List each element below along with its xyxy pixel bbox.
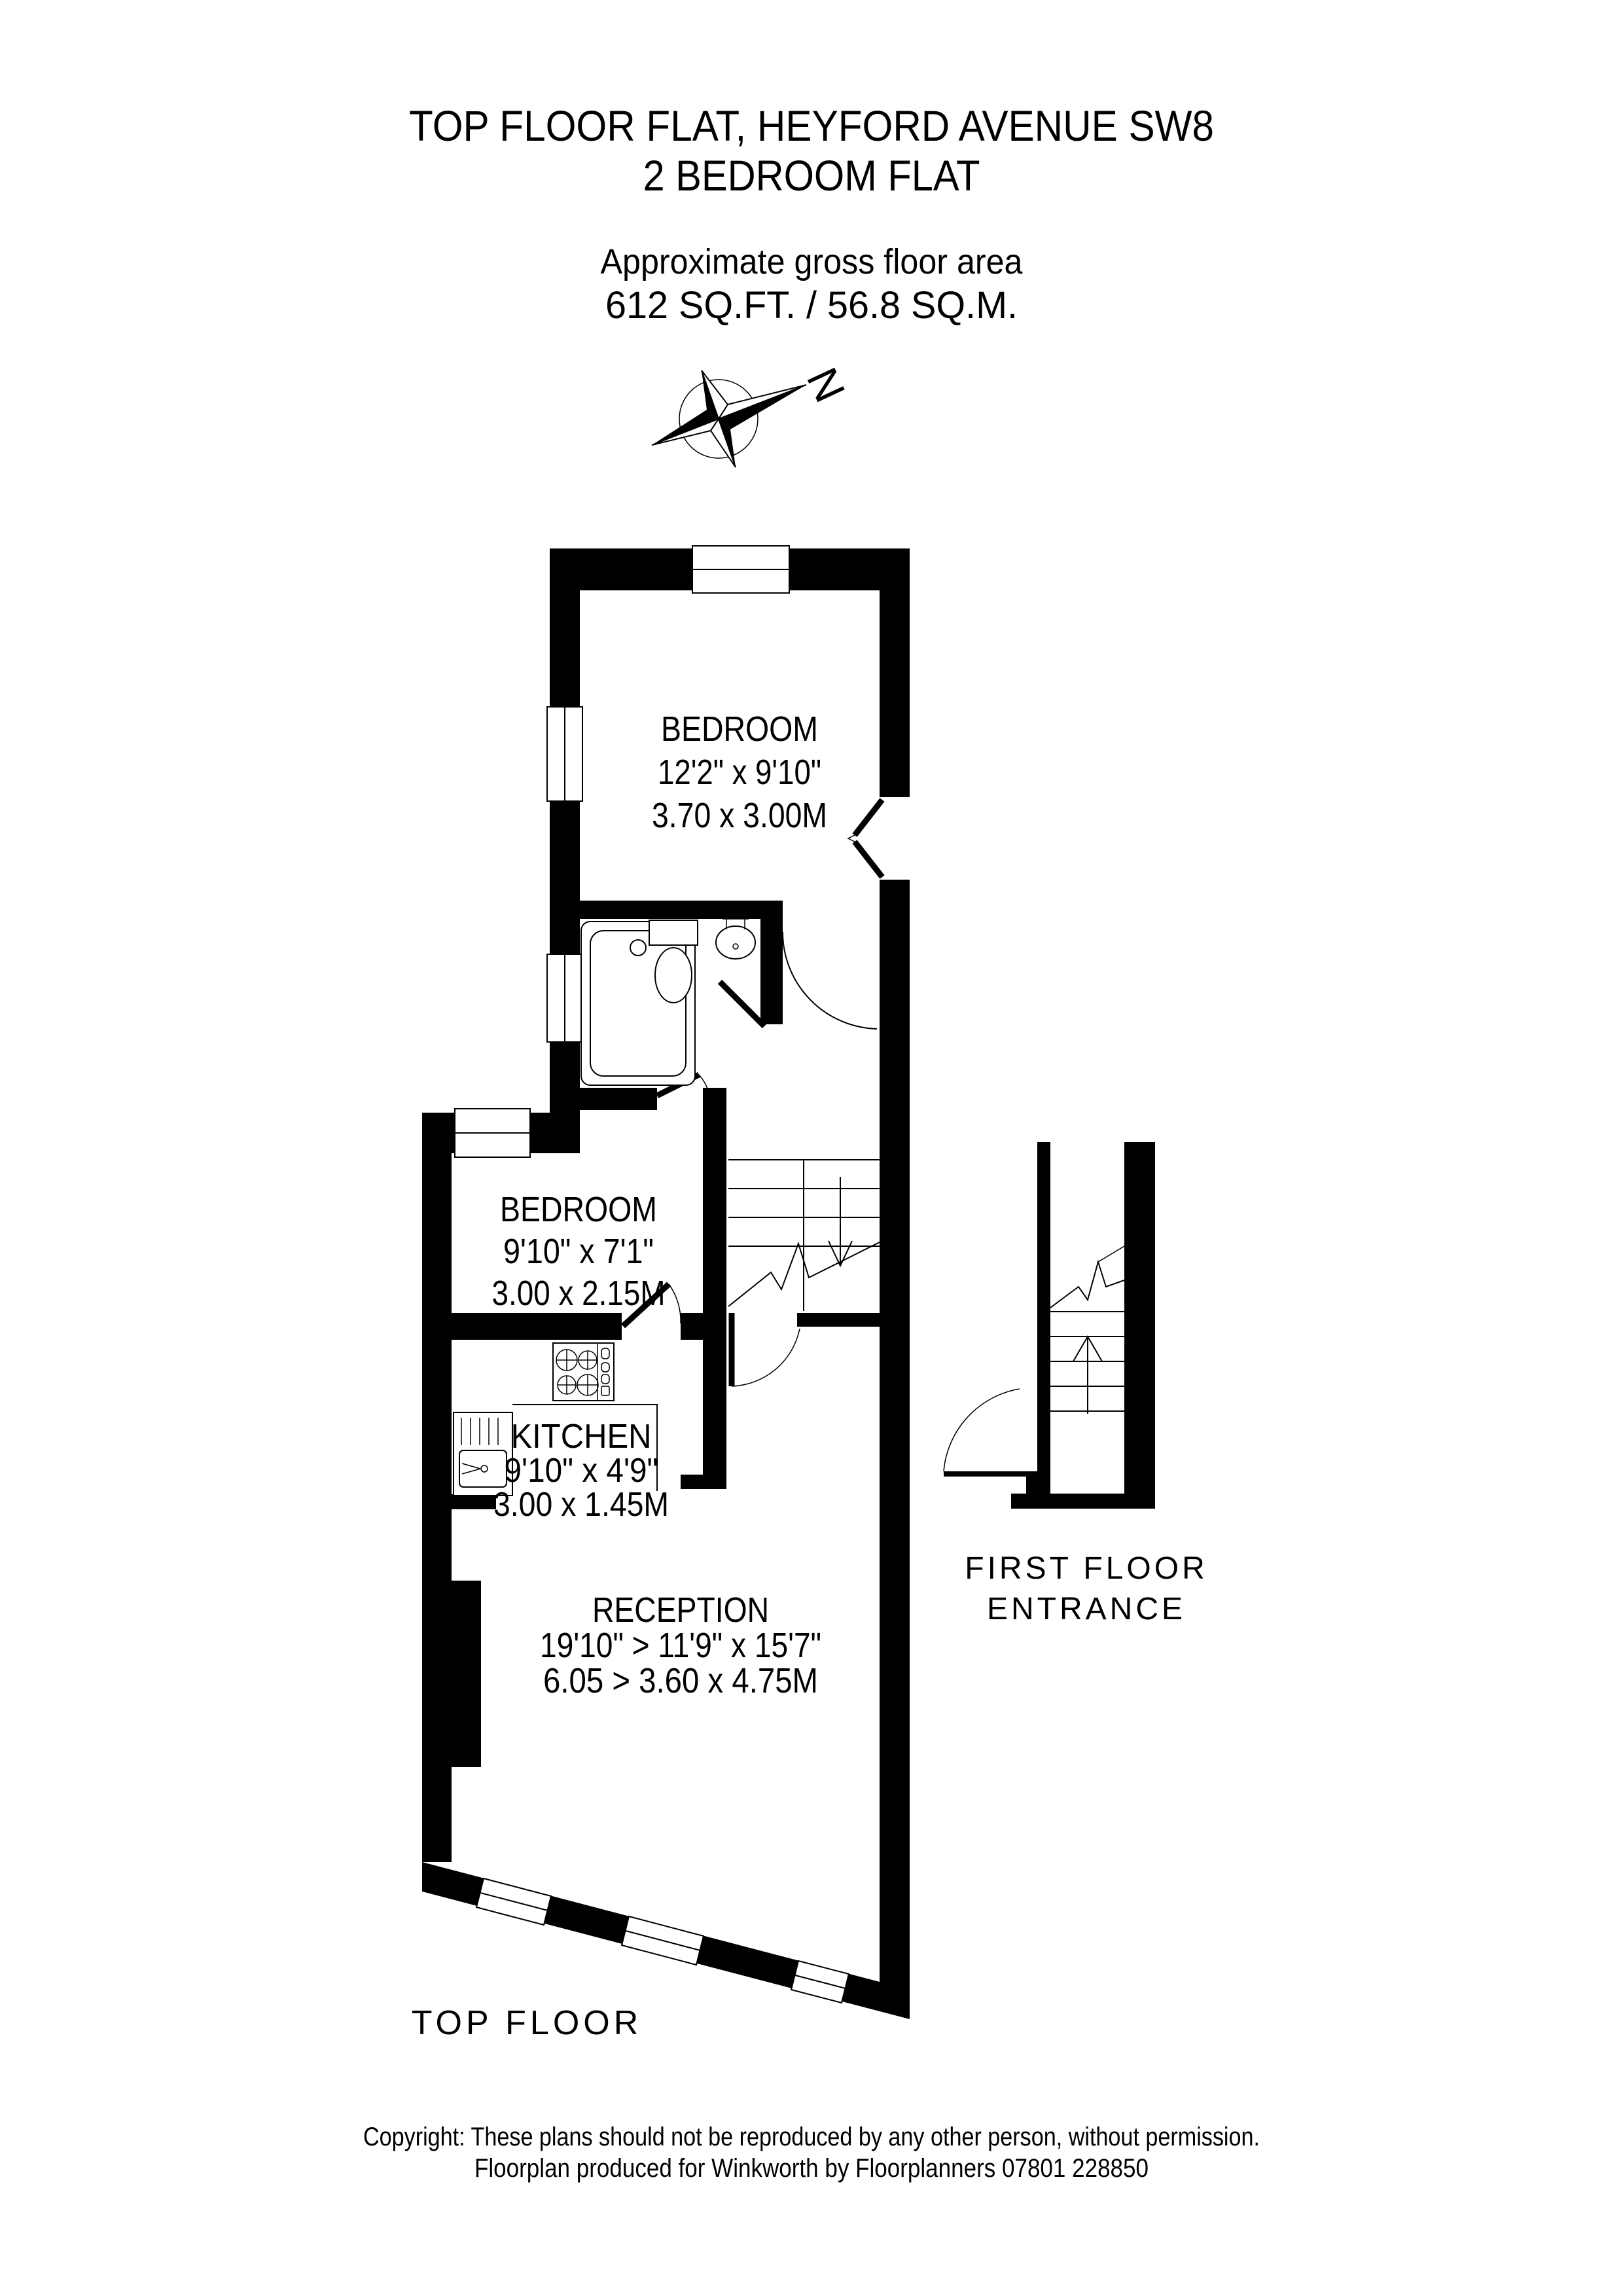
wall-bed2-bottom-left (422, 1313, 622, 1340)
wall-bed2-bottom-right (681, 1313, 726, 1340)
door-lobby-arc (717, 931, 878, 1030)
door-bedroom1 (847, 798, 885, 879)
window-reception-slant-1 (475, 1877, 552, 1926)
stairs-down-arrow-icon (828, 1177, 853, 1268)
wall-bathroom-right (760, 919, 783, 1024)
window-bed1-left (546, 706, 583, 802)
compass-icon: N (651, 361, 855, 468)
door-hall-reception (728, 1313, 800, 1387)
window-bed1-top (692, 545, 790, 594)
ffe-entrance-door (943, 1388, 1037, 1477)
page-title-line1: TOP FLOOR FLAT, HEYFORD AVENUE SW8 (409, 101, 1214, 150)
bedroom1-dims-metric: 3.70 x 3.00M (652, 796, 827, 835)
first-floor-entrance-label-line2: ENTRANCE (987, 1592, 1186, 1626)
kitchen-dims-metric: 3.00 x 1.45M (493, 1486, 669, 1524)
top-floor-plan: BEDROOM 12'2" x 9'10" 3.70 x 3.00M BEDRO… (412, 545, 910, 2042)
bedroom2-dims-metric: 3.00 x 2.15M (492, 1274, 666, 1313)
gross-area-value: 612 SQ.FT. / 56.8 SQ.M. (605, 284, 1018, 327)
bedroom1-label: BEDROOM (661, 709, 818, 749)
reception-label: RECEPTION (592, 1590, 769, 1630)
reception-dims-imperial: 19'10" > 11'9" x 15'7" (540, 1626, 821, 1665)
door-bedroom2 (620, 1282, 681, 1329)
wall-bathroom-bottom (580, 1088, 657, 1110)
bedroom2-dims-imperial: 9'10" x 7'1" (503, 1232, 654, 1271)
ffe-stairs (1050, 1246, 1125, 1414)
copyright-line2: Floorplan produced for Winkworth by Floo… (474, 2154, 1149, 2183)
wall-chimney-breast (452, 1581, 481, 1767)
bathroom-fixtures (580, 918, 756, 1086)
wall-bed1-bath-divider (580, 901, 783, 919)
ffe-stairs-break-line (1050, 1259, 1125, 1308)
window-reception-slant-3 (790, 1960, 850, 2004)
stairs-main (728, 1159, 880, 1311)
first-floor-entrance: FIRST FLOOR ENTRANCE (943, 1142, 1207, 1626)
wall-left-lower (422, 1113, 452, 1862)
wall-bed2-hall-divider (703, 1088, 726, 1489)
window-bathroom-left (546, 954, 583, 1043)
ffe-wall-right (1124, 1142, 1155, 1509)
bedroom2-label: BEDROOM (500, 1190, 657, 1229)
stairs-up-arrow-icon (1073, 1335, 1103, 1414)
gross-area-caption: Approximate gross floor area (601, 242, 1024, 281)
windows (454, 545, 850, 2004)
top-floor-label: TOP FLOOR (412, 2004, 643, 2042)
page-title-line2: 2 BEDROOM FLAT (643, 151, 980, 200)
copyright-line1: Copyright: These plans should not be rep… (363, 2123, 1260, 2151)
kitchen-dims-imperial: 9'10" x 4'9" (505, 1452, 658, 1490)
stairs-break-line (728, 1241, 880, 1307)
kitchen-counter (512, 1404, 658, 1491)
wall-kitchen-bottom-left (422, 1494, 496, 1509)
header: TOP FLOOR FLAT, HEYFORD AVENUE SW8 2 BED… (409, 101, 1214, 327)
bedroom1-dims-imperial: 12'2" x 9'10" (658, 753, 821, 792)
toilet-icon (649, 920, 698, 1003)
wall-hall-south-stub (797, 1313, 880, 1327)
reception-dims-metric: 6.05 > 3.60 x 4.75M (543, 1661, 818, 1700)
wall-right-upper (880, 548, 910, 797)
ffe-wall-step (1026, 1474, 1050, 1494)
first-floor-entrance-label-line1: FIRST FLOOR (965, 1551, 1207, 1586)
ffe-wall-bottom (1011, 1494, 1155, 1509)
sink-icon (715, 918, 756, 960)
ffe-wall-left (1037, 1142, 1050, 1476)
kitchen-sink-icon (453, 1412, 513, 1496)
kitchen-fixtures (453, 1342, 658, 1496)
wall-kitchen-bottom-right (681, 1475, 726, 1489)
window-bed2-top (454, 1108, 531, 1158)
compass-north-label: N (798, 361, 855, 409)
kitchen-label: KITCHEN (511, 1418, 652, 1456)
window-reception-slant-2 (620, 1915, 705, 1966)
wall-right-lower (880, 880, 910, 1990)
hob-icon (552, 1342, 615, 1401)
bathtub-icon (580, 921, 696, 1086)
footer: Copyright: These plans should not be rep… (363, 2123, 1260, 2183)
